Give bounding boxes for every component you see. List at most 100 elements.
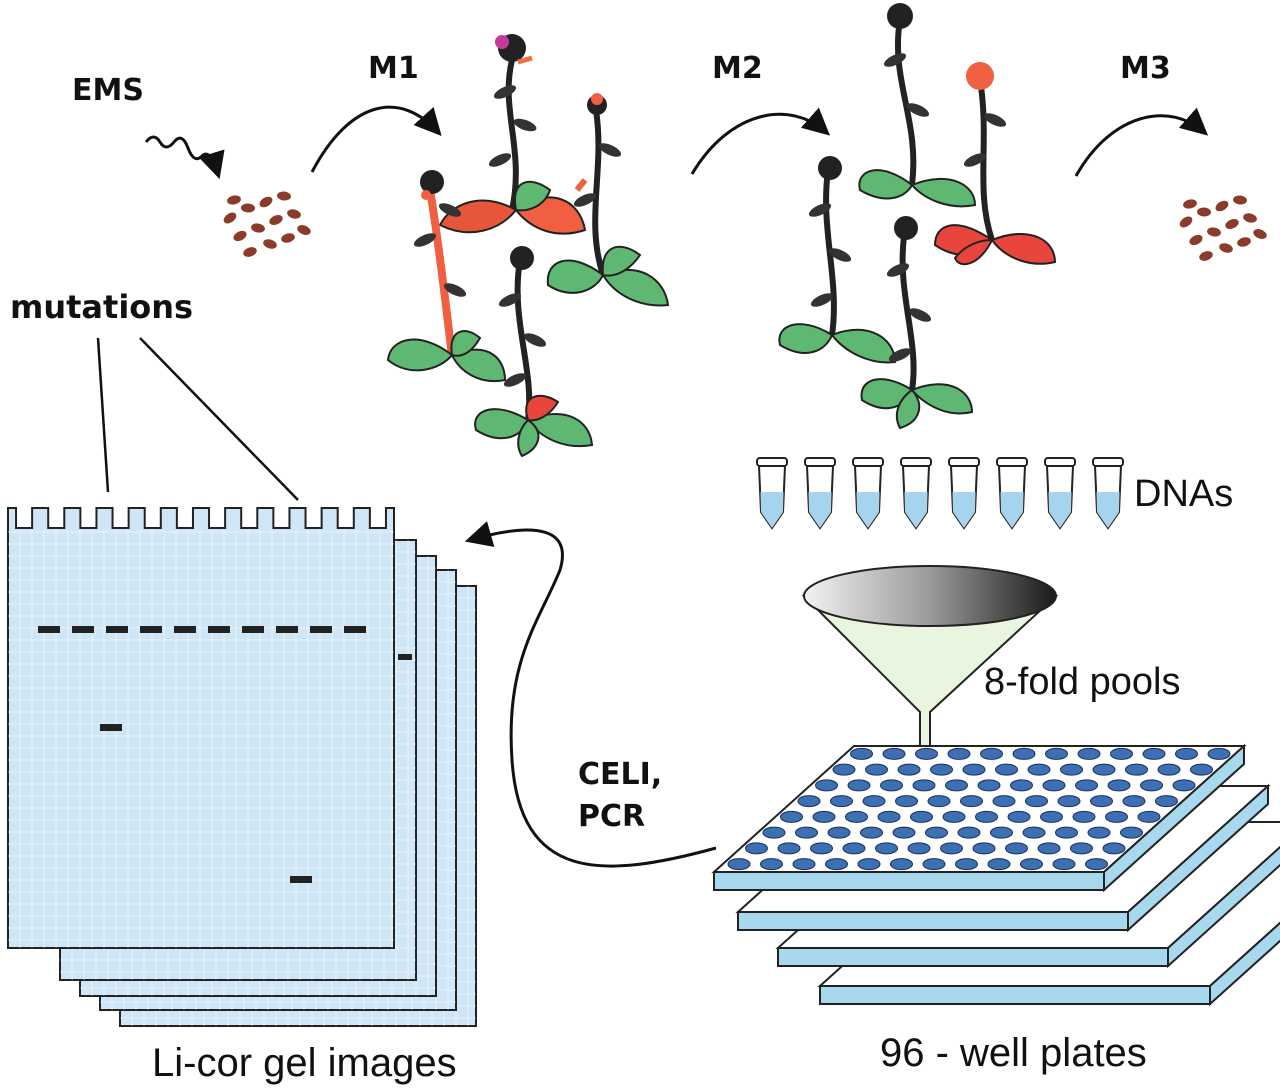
seed — [1253, 229, 1267, 239]
well — [780, 810, 803, 823]
well — [1122, 795, 1146, 808]
gel-band — [398, 654, 412, 660]
gel-band — [140, 626, 162, 633]
seed — [1199, 251, 1213, 261]
gel-caption: Li-cor gel images — [152, 1041, 457, 1085]
seed — [277, 191, 291, 201]
well — [990, 826, 1013, 839]
well — [957, 826, 981, 839]
seed — [1215, 200, 1229, 212]
well — [810, 842, 833, 855]
well-plate — [711, 743, 1247, 893]
well — [1010, 779, 1033, 792]
seed — [251, 223, 265, 233]
m1-plant-mutant-stem — [386, 170, 507, 383]
well — [892, 826, 916, 839]
mutations-label: mutations — [10, 288, 193, 326]
gel-band — [72, 626, 94, 633]
well — [975, 810, 998, 823]
dna-tube — [996, 457, 1028, 530]
well — [812, 810, 836, 823]
well — [995, 763, 1018, 776]
well-plate-stack — [711, 743, 1280, 1007]
well — [1090, 795, 1113, 808]
dna-tube — [852, 457, 884, 530]
well — [830, 795, 853, 808]
seed — [223, 212, 237, 224]
seed — [259, 196, 273, 208]
seed — [1189, 234, 1203, 246]
well — [760, 858, 783, 871]
well — [1190, 763, 1213, 776]
gel-band — [174, 626, 196, 633]
ems-wavy-arrow — [144, 135, 225, 180]
well — [1055, 826, 1078, 839]
well — [880, 779, 903, 792]
m2-plant-front — [860, 216, 974, 430]
well — [942, 810, 966, 823]
well — [980, 747, 1003, 760]
well — [875, 842, 898, 855]
seed — [1243, 213, 1257, 223]
well — [1005, 842, 1028, 855]
seed-cluster-m1 — [223, 191, 311, 257]
well — [865, 763, 888, 776]
seed — [1225, 219, 1239, 229]
pcr-label: PCR — [578, 799, 645, 834]
gel-band — [344, 626, 366, 633]
seed — [233, 230, 247, 242]
celi-label: CELI, — [578, 757, 662, 792]
seed — [1219, 243, 1233, 253]
well — [1125, 763, 1148, 776]
well — [845, 810, 868, 823]
well — [1057, 795, 1081, 808]
gel-image-stack — [7, 507, 477, 1027]
dna-tube — [756, 457, 788, 530]
seed — [1197, 207, 1211, 217]
well — [1155, 795, 1178, 808]
dna-tube-row — [756, 457, 1124, 530]
well — [972, 842, 996, 855]
pooling-funnel — [801, 565, 1059, 753]
gel-band — [242, 626, 264, 633]
pools-label: 8-fold pools — [984, 661, 1180, 703]
dna-tube — [948, 457, 980, 530]
mutation-band — [290, 876, 312, 883]
well — [1102, 842, 1126, 855]
well — [1070, 842, 1093, 855]
well — [925, 826, 948, 839]
well — [850, 747, 873, 760]
well — [922, 858, 946, 871]
well — [912, 779, 936, 792]
well — [992, 795, 1016, 808]
well — [827, 826, 851, 839]
m1-plant-bottom — [474, 246, 594, 458]
m3-label: M3 — [1120, 51, 1171, 86]
dna-tube — [900, 457, 932, 530]
well — [862, 795, 886, 808]
well — [795, 826, 818, 839]
ems-label: EMS — [72, 73, 144, 108]
well — [955, 858, 978, 871]
well — [910, 810, 933, 823]
well — [1142, 747, 1166, 760]
well — [895, 795, 918, 808]
well — [1092, 763, 1116, 776]
well — [1012, 747, 1036, 760]
seed — [227, 195, 241, 205]
well — [1027, 763, 1051, 776]
arrow-to-m2 — [690, 107, 831, 175]
arrow-to-m1 — [310, 105, 442, 173]
well — [947, 747, 971, 760]
well — [1137, 810, 1161, 823]
seed — [287, 209, 301, 219]
well — [1045, 747, 1068, 760]
well — [897, 763, 921, 776]
well — [1075, 779, 1098, 792]
mutation-pointer-line-1 — [96, 337, 110, 493]
well — [877, 810, 901, 823]
well — [1060, 763, 1083, 776]
well — [907, 842, 931, 855]
m2-plant-back — [858, 3, 977, 208]
gel-band — [208, 626, 230, 633]
